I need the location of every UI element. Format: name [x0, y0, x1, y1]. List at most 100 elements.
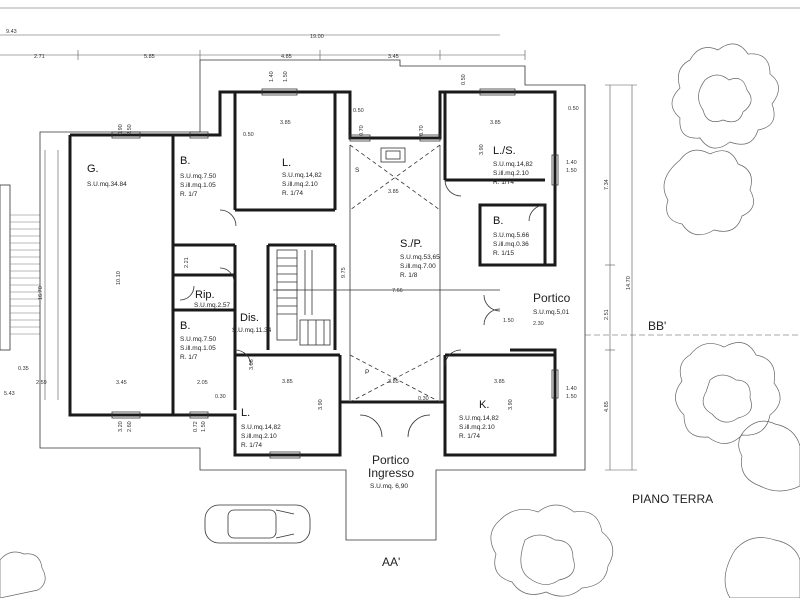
bath-tr-name: B. [493, 215, 503, 227]
dim-230: 2.30 [533, 321, 544, 327]
dim-320: 3.20 [118, 421, 124, 432]
dim-385-f: 3.85 [494, 379, 505, 385]
interior-dimensions: 3.85 3.85 3.85 3.85 3.85 3.85 7.66 9.75 … [116, 71, 579, 432]
dim-050-a: 0.50 [243, 132, 254, 138]
bed-bl-area: S.U.mq.14,82 [241, 424, 281, 431]
room-garage: G. S.U.mq.34.84 [87, 163, 127, 188]
room-portico-entry: Portico Ingresso S.U.mq. 6,90 [368, 453, 414, 490]
storage-area: S.U.mq.2.57 [194, 302, 231, 309]
section-aa: AA' [382, 555, 400, 569]
dim-070-a: 0.70 [359, 125, 365, 136]
dim-150-a: 1.50 [283, 71, 289, 82]
hall-ratio: R. 1/8 [400, 272, 418, 279]
dim-150-c: 1.50 [503, 318, 514, 324]
living-tr-area: S.U.mq.14,82 [493, 161, 533, 168]
dim-385-b: 3.85 [490, 120, 501, 126]
kitchen-ill: S.ill.mq.2.10 [459, 424, 495, 431]
dim-345: 3.45 [116, 380, 127, 386]
portico-entry-name1: Portico [372, 453, 410, 467]
bed-tl-ratio: R. 1/74 [282, 190, 303, 197]
bath-bl-name: B. [180, 320, 190, 332]
stair-marker-s: S [355, 167, 360, 174]
kitchen-area: S.U.mq.14,82 [459, 415, 499, 422]
dim-140-c: 1.40 [566, 386, 577, 392]
dim-090: 0.90 [118, 124, 124, 135]
room-hall: S./P. S.U.mq.53,65 S.ill.mq.7.00 R. 1/8 [400, 238, 440, 279]
dim-top-left: 9.43 [6, 29, 17, 35]
bath-bl-area: S.U.mq.7.50 [180, 336, 217, 343]
portico-r-name: Portico [533, 291, 571, 305]
windows [111, 88, 559, 459]
bed-tl-area: S.U.mq.14,82 [282, 172, 322, 179]
dim-140-b: 1.40 [566, 160, 577, 166]
dim-385-a: 3.85 [280, 120, 291, 126]
bath-bl-ill: S.ill.mq.1.05 [180, 345, 216, 352]
room-bedroom-bottom: L. S.U.mq.14,82 S.ill.mq.2.10 R. 1/74 [241, 407, 281, 449]
top-dimensions: 9.43 19.00 2.71 5.85 4.85 3.45 [0, 7, 800, 60]
dim-385-e: 3.85 [388, 379, 399, 385]
dim-259: 2.59 [36, 380, 47, 386]
bath-tr-ill: S.ill.mq.0.36 [493, 241, 529, 248]
bed-bl-ill: S.ill.mq.2.10 [241, 433, 277, 440]
living-tr-name: L./S. [493, 145, 516, 157]
dim-250: 2.50 [127, 124, 133, 135]
room-bath-top-left: B. S.U.mq.7.50 S.ill.mq.1.05 R. 1/7 [180, 155, 217, 198]
car-icon [204, 504, 311, 544]
dim-356: 3.56 [249, 359, 255, 370]
section-bb: BB' [585, 319, 800, 336]
bed-tl-ill: S.ill.mq.2.10 [282, 181, 318, 188]
bed-bl-name: L. [241, 407, 250, 419]
bath-tr-area: S.U.mq.5.66 [493, 232, 530, 239]
room-dis: Dis. S.U.mq.11.34 [232, 312, 272, 334]
storage-name: Rip. [195, 289, 215, 301]
dim-1010: 10.10 [116, 271, 122, 285]
tree-icon [663, 149, 754, 236]
tree-icon [490, 504, 614, 597]
dim-1670: 16.70 [38, 286, 44, 300]
room-storage: Rip. S.U.mq.2.57 [194, 289, 231, 309]
tree-icon [675, 342, 781, 444]
doors [179, 179, 546, 438]
tree-icon [724, 537, 800, 598]
room-kitchen: K. S.U.mq.14,82 S.ill.mq.2.10 R. 1/74 [459, 399, 499, 440]
bath-tl-ill: S.ill.mq.1.05 [180, 182, 216, 189]
room-portico-right: Portico S.U.mq.5,01 [533, 291, 571, 316]
dim-543: 5.43 [4, 391, 15, 397]
dim-260: 2.60 [127, 421, 133, 432]
hall-name: S./P. [400, 238, 422, 250]
dim-050-b: 0.50 [353, 108, 364, 114]
garage-name: G. [87, 163, 99, 175]
trees [0, 43, 800, 598]
dim-140-a: 1.40 [269, 71, 275, 82]
stair-marker-p: P [365, 369, 369, 376]
fireplace [380, 147, 406, 163]
tree-icon [738, 420, 800, 492]
bath-tl-area: S.U.mq.7.50 [180, 173, 217, 180]
room-bath-top-right: B. S.U.mq.5.66 S.ill.mq.0.36 R. 1/15 [493, 215, 530, 257]
dim-975: 9.75 [341, 267, 347, 278]
room-bath-bottom-left: B. S.U.mq.7.50 S.ill.mq.1.05 R. 1/7 [180, 320, 217, 361]
dim-766: 7.66 [392, 288, 403, 294]
hall-area: S.U.mq.53,65 [400, 254, 440, 261]
bath-bl-ratio: R. 1/7 [180, 354, 198, 361]
dim-top-total: 19.00 [310, 34, 324, 40]
bed-bl-ratio: R. 1/74 [241, 442, 262, 449]
portico-entry-area: S.U.mq. 6,90 [370, 483, 408, 490]
right-dimensions: 7.34 2.51 4.85 14.70 [604, 84, 637, 471]
dim-seg-271: 2.71 [34, 54, 45, 60]
hall-diagonals [273, 144, 500, 403]
dim-050-d: 0.50 [461, 74, 467, 85]
dim-205: 2.05 [197, 380, 208, 386]
parking-strip: 16.70 5.43 0.35 2.59 [0, 150, 59, 400]
living-tr-ratio: R. 1/74 [493, 179, 514, 186]
room-bedroom-top: L. S.U.mq.14,82 S.ill.mq.2.10 R. 1/74 [282, 157, 322, 197]
dim-035: 0.35 [18, 366, 29, 372]
section-bb-label: BB' [648, 319, 666, 333]
terrace-outline [39, 59, 586, 541]
dim-251: 2.51 [604, 309, 610, 320]
bath-tl-name: B. [180, 155, 190, 167]
staircase [276, 249, 331, 346]
dim-221: 2.21 [184, 257, 190, 268]
kitchen-ratio: R. 1/74 [459, 433, 480, 440]
